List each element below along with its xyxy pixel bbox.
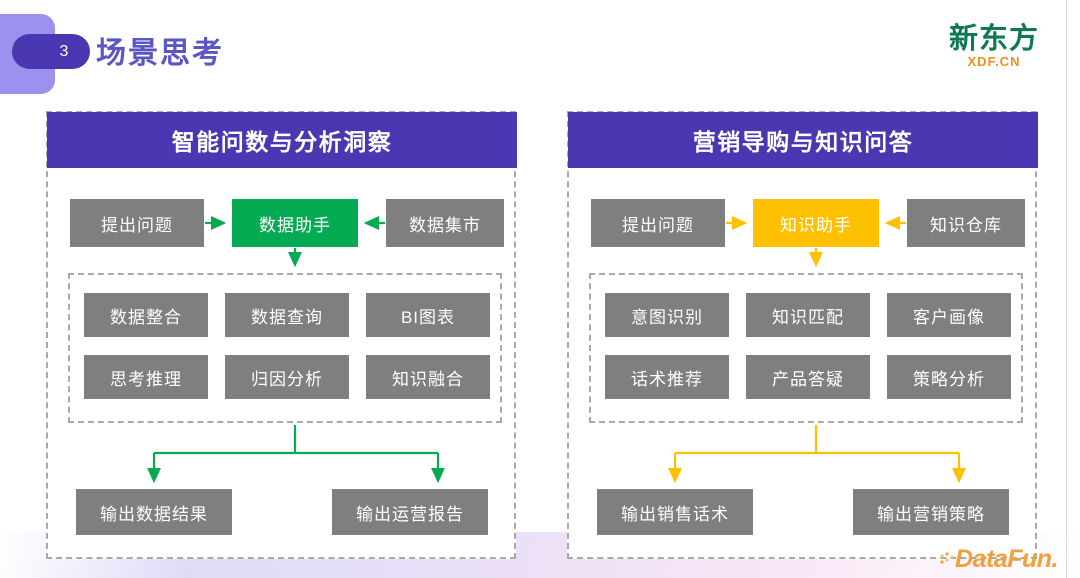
box-knowledge-assistant[interactable]: 知识助手 (753, 199, 879, 247)
datafun-logo: DataFun. (939, 545, 1058, 574)
xdf-logo-en: XDF.CN (967, 53, 1021, 69)
xdf-logo: 新东方 XDF.CN (938, 20, 1050, 72)
page-title: 场景思考 (96, 37, 224, 70)
output-box[interactable]: 输出营销策略 (853, 489, 1009, 535)
capability-box[interactable]: 知识匹配 (746, 293, 870, 337)
capability-box[interactable]: 知识融合 (366, 355, 490, 399)
output-box[interactable]: 输出销售话术 (597, 489, 753, 535)
header-step-pill (12, 34, 90, 69)
capability-box[interactable]: 意图识别 (605, 293, 729, 337)
panel-analytics-capability-group: 数据整合 数据查询 BI图表 思考推理 归因分析 知识融合 (68, 273, 502, 423)
panel-marketing: 营销导购与知识问答 提出问题 知识助手 知识仓库 意图识 (567, 111, 1039, 559)
panel-analytics: 智能问数与分析洞察 提出问题 数据助手 数据集市 数据整 (46, 111, 518, 559)
capability-box[interactable]: 话术推荐 (605, 355, 729, 399)
panel-marketing-top-row: 提出问题 知识助手 知识仓库 (569, 199, 1039, 247)
header-step-number: 3 (59, 42, 69, 60)
panel-analytics-top-row: 提出问题 数据助手 数据集市 (48, 199, 518, 247)
capability-box[interactable]: 产品答疑 (746, 355, 870, 399)
panel-analytics-title: 智能问数与分析洞察 (47, 112, 517, 168)
capability-box[interactable]: 思考推理 (84, 355, 208, 399)
datafun-dots-icon (940, 551, 954, 564)
box-knowledge-repository[interactable]: 知识仓库 (907, 199, 1025, 247)
capability-box[interactable]: 数据查询 (225, 293, 349, 337)
panel-marketing-capability-group: 意图识别 知识匹配 客户画像 话术推荐 产品答疑 策略分析 (589, 273, 1023, 423)
output-box[interactable]: 输出运营报告 (332, 489, 488, 535)
box-data-assistant[interactable]: 数据助手 (232, 199, 358, 247)
panel-marketing-title: 营销导购与知识问答 (568, 112, 1038, 168)
box-ask-question-marketing[interactable]: 提出问题 (591, 199, 725, 247)
datafun-logo-text: DataFun. (955, 545, 1058, 573)
output-box[interactable]: 输出数据结果 (76, 489, 232, 535)
slide-right-edge-line (1066, 0, 1067, 578)
capability-box[interactable]: 客户画像 (887, 293, 1011, 337)
capability-box[interactable]: BI图表 (366, 293, 490, 337)
capability-box[interactable]: 归因分析 (225, 355, 349, 399)
box-data-mart[interactable]: 数据集市 (386, 199, 504, 247)
box-ask-question-analytics[interactable]: 提出问题 (70, 199, 204, 247)
xdf-logo-cn: 新东方 (948, 20, 1039, 55)
capability-box[interactable]: 策略分析 (887, 355, 1011, 399)
capability-box[interactable]: 数据整合 (84, 293, 208, 337)
